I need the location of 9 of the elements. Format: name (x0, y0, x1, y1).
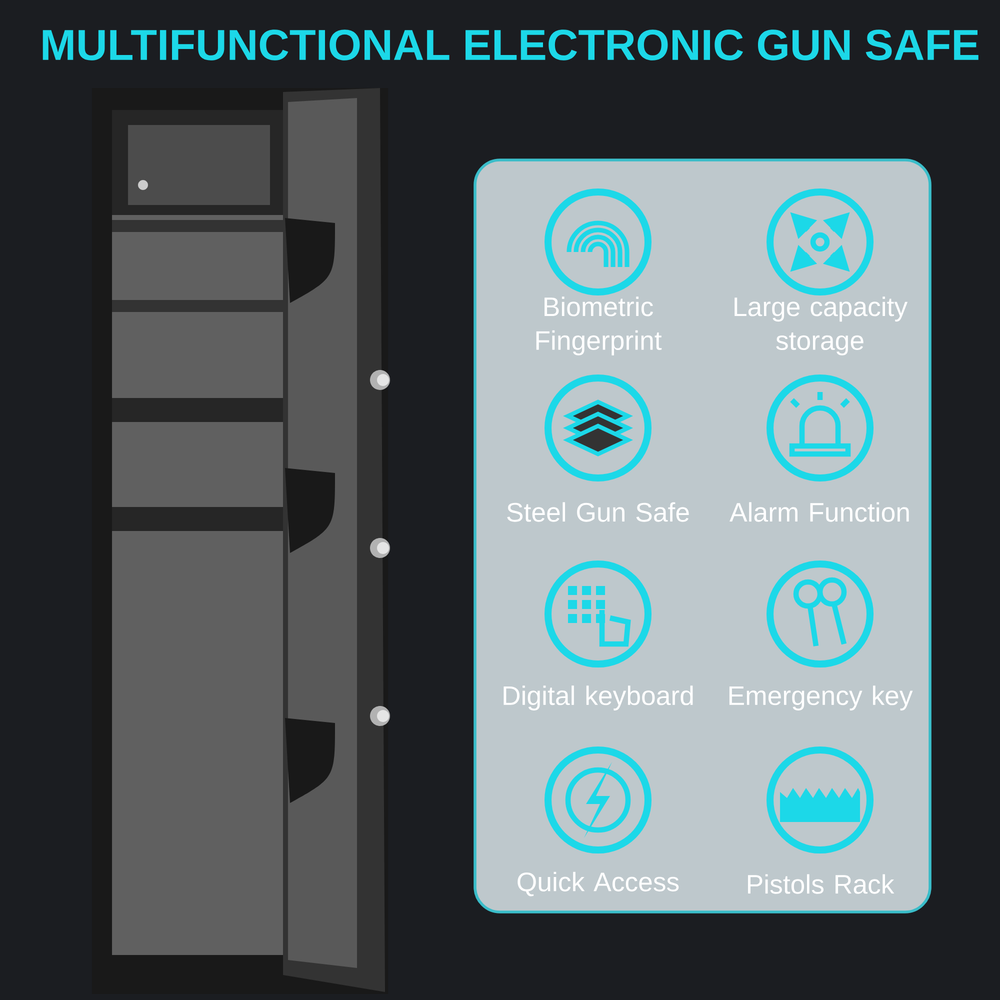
feature-label: Biometric Fingerprint (536, 296, 662, 356)
feature-label: Emergency key (729, 686, 913, 710)
feature-label: Digital keyboard (504, 686, 693, 710)
feature-label: Steel Gun Safe (507, 502, 689, 522)
feature-label: Alarm Function (730, 502, 909, 522)
feature-label: Quick Access (518, 872, 679, 896)
feature-label: Pistols Rack (748, 874, 894, 894)
title: MULTIFUNCTIONAL ELECTRONIC GUN SAFE (42, 30, 978, 60)
feature-label: Large capacity storage (734, 296, 908, 356)
